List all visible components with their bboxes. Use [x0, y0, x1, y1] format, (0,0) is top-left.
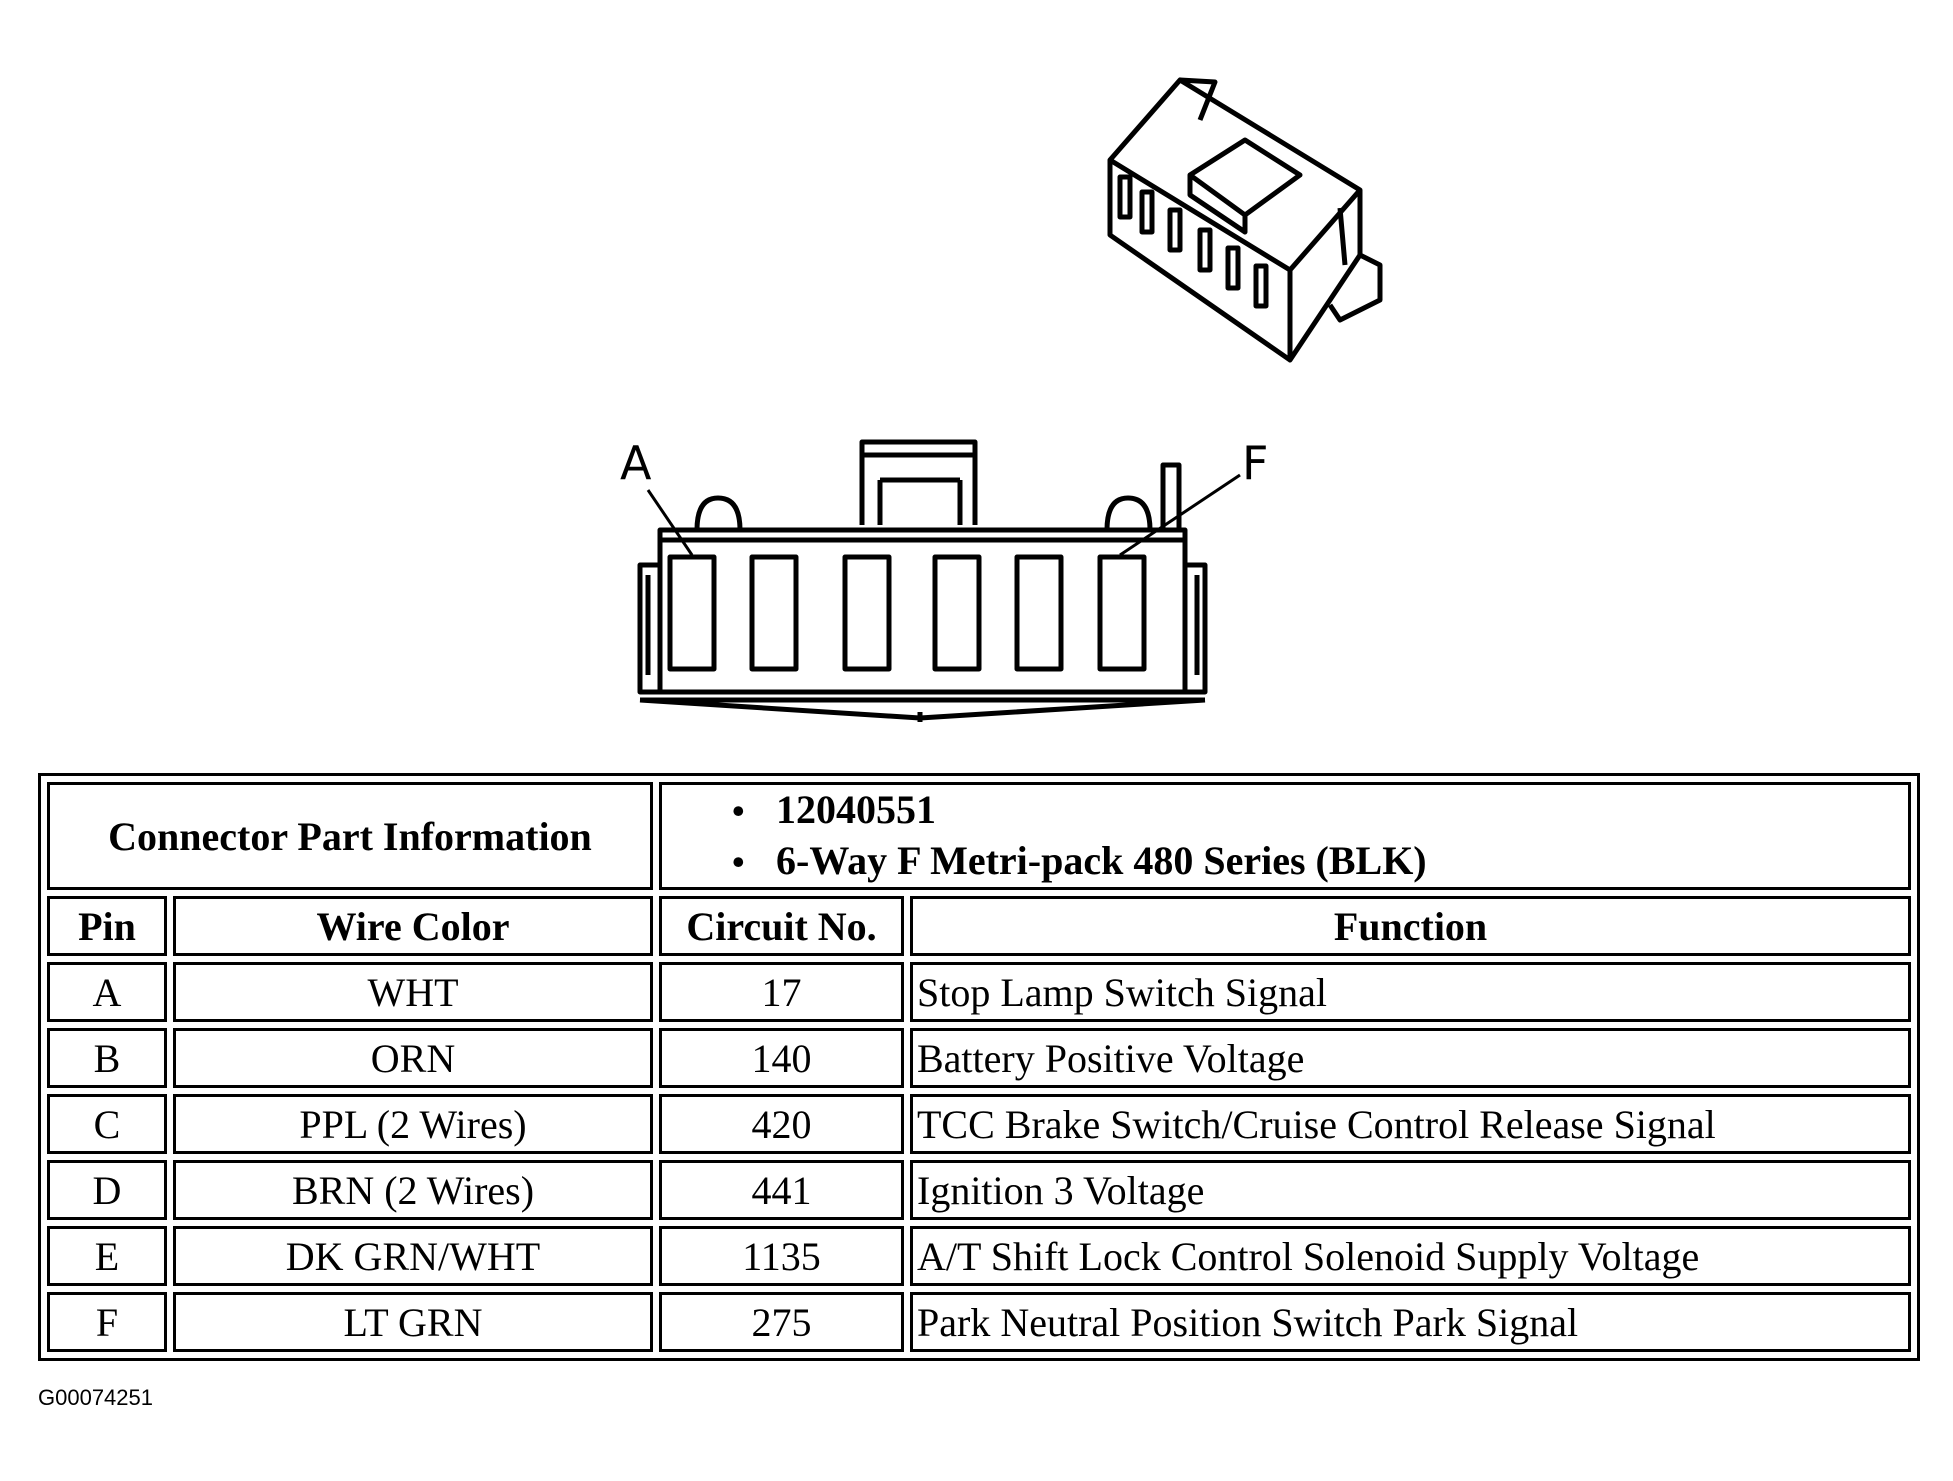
table-row: B ORN 140 Battery Positive Voltage — [47, 1028, 1911, 1088]
cell-circuit-no: 275 — [659, 1292, 904, 1352]
figure-id: G00074251 — [38, 1385, 153, 1410]
cell-circuit-no: 441 — [659, 1160, 904, 1220]
header-circuit-no: Circuit No. — [659, 896, 904, 956]
part-info-label: Connector Part Information — [47, 782, 653, 890]
table-row: C PPL (2 Wires) 420 TCC Brake Switch/Cru… — [47, 1094, 1911, 1154]
table-row: D BRN (2 Wires) 441 Ignition 3 Voltage — [47, 1160, 1911, 1220]
cell-pin: B — [47, 1028, 167, 1088]
cell-wire-color: PPL (2 Wires) — [173, 1094, 653, 1154]
cell-pin: A — [47, 962, 167, 1022]
table-row: A WHT 17 Stop Lamp Switch Signal — [47, 962, 1911, 1022]
part-description: 6-Way F Metri-pack 480 Series (BLK) — [732, 836, 1902, 887]
cell-wire-color: BRN (2 Wires) — [173, 1160, 653, 1220]
cell-circuit-no: 17 — [659, 962, 904, 1022]
header-row: Pin Wire Color Circuit No. Function — [47, 896, 1911, 956]
cell-circuit-no: 1135 — [659, 1226, 904, 1286]
connector-front-view — [637, 439, 1241, 722]
table-row: F LT GRN 275 Park Neutral Position Switc… — [47, 1292, 1911, 1352]
part-info-row: Connector Part Information 12040551 6-Wa… — [47, 782, 1911, 890]
cell-function: A/T Shift Lock Control Solenoid Supply V… — [910, 1226, 1911, 1286]
connector-drawing — [637, 77, 1383, 722]
cell-circuit-no: 140 — [659, 1028, 904, 1088]
cell-wire-color: LT GRN — [173, 1292, 653, 1352]
cell-wire-color: ORN — [173, 1028, 653, 1088]
part-info-values: 12040551 6-Way F Metri-pack 480 Series (… — [659, 782, 1911, 890]
cell-function: TCC Brake Switch/Cruise Control Release … — [910, 1094, 1911, 1154]
header-pin: Pin — [47, 896, 167, 956]
header-function: Function — [910, 896, 1911, 956]
cell-function: Park Neutral Position Switch Park Signal — [910, 1292, 1911, 1352]
cell-circuit-no: 420 — [659, 1094, 904, 1154]
cell-function: Stop Lamp Switch Signal — [910, 962, 1911, 1022]
cell-pin: E — [47, 1226, 167, 1286]
table-row: E DK GRN/WHT 1135 A/T Shift Lock Control… — [47, 1226, 1911, 1286]
part-number: 12040551 — [732, 785, 1902, 836]
cell-wire-color: DK GRN/WHT — [173, 1226, 653, 1286]
cell-function: Battery Positive Voltage — [910, 1028, 1911, 1088]
connector-pinout-table: Connector Part Information 12040551 6-Wa… — [38, 773, 1920, 1361]
pin-a-callout: A — [620, 436, 652, 490]
cell-pin: C — [47, 1094, 167, 1154]
cell-pin: D — [47, 1160, 167, 1220]
cell-pin: F — [47, 1292, 167, 1352]
cell-wire-color: WHT — [173, 962, 653, 1022]
connector-isometric-view — [1107, 77, 1383, 363]
pin-f-callout: F — [1242, 436, 1269, 490]
cell-function: Ignition 3 Voltage — [910, 1160, 1911, 1220]
header-wire-color: Wire Color — [173, 896, 653, 956]
